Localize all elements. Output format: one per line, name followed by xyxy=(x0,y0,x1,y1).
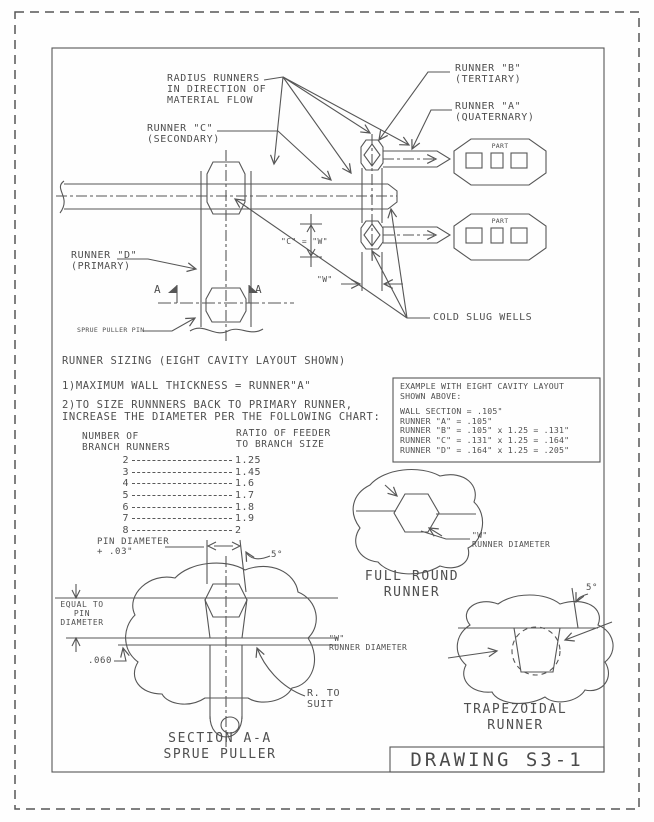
branch-count: 8 xyxy=(122,524,129,536)
leader-dashes xyxy=(132,471,232,473)
branch-count: 5 xyxy=(122,490,129,502)
example-line: RUNNER "D" = .164" x 1.25 = .205" xyxy=(400,444,570,455)
part-cavity-bottom xyxy=(453,213,547,261)
ratio-value: 1.6 xyxy=(235,478,255,490)
ratio-value: 1.25 xyxy=(235,455,262,467)
part-label-bottom: PART xyxy=(491,217,509,225)
leader-dashes xyxy=(132,518,232,520)
runner-a-geometry xyxy=(383,150,452,244)
leader-lines xyxy=(117,71,452,332)
runner-b-label: RUNNER "B" (TERTIARY) xyxy=(455,63,522,86)
leader-dashes xyxy=(132,529,232,531)
full-round-detail xyxy=(352,469,484,575)
dimension-c-equals-w xyxy=(300,214,322,267)
runner-c-label: RUNNER "C" (SECONDARY) xyxy=(147,123,220,146)
page-border xyxy=(14,11,640,810)
ratio-value: 1.7 xyxy=(235,490,255,502)
example-box: EXAMPLE WITH EIGHT CAVITY LAYOUT SHOWN A… xyxy=(400,381,596,455)
example-heading: EXAMPLE WITH EIGHT CAVITY LAYOUT SHOWN A… xyxy=(400,381,565,401)
equal-to-pin-label: EQUAL TO PIN DIAMETER xyxy=(60,600,104,627)
ratio-value: 1.8 xyxy=(235,501,255,513)
ratio-value: 2 xyxy=(235,524,242,536)
draft-angle-label-section: 5° xyxy=(271,550,284,560)
runner-d-label: RUNNER "D" (PRIMARY) xyxy=(71,250,138,273)
branch-count: 3 xyxy=(122,466,129,478)
drawing-number: DRAWING S3-1 xyxy=(410,748,584,771)
branch-count: 4 xyxy=(122,478,129,490)
full-round-caption: FULL ROUND RUNNER xyxy=(364,569,460,601)
branch-count: 6 xyxy=(122,501,129,513)
w-runner-diameter-trapezoid: "W" RUNNER DIAMETER xyxy=(329,634,408,652)
pin-diameter-label: PIN DIAMETER + .03" xyxy=(97,537,170,558)
example-line: RUNNER "B" = .105" x 1.25 = .131" xyxy=(400,425,570,436)
runner-b-geometry xyxy=(360,134,384,256)
section-cut-line xyxy=(158,285,294,304)
w-runner-diameter-full-round: "W" RUNNER DIAMETER xyxy=(472,531,551,549)
dimension-w xyxy=(341,252,403,291)
leader-dashes xyxy=(132,506,232,508)
section-letter-right: A xyxy=(255,283,262,296)
part-cavity-top xyxy=(453,138,547,186)
note-1: 1)MAXIMUM WALL THICKNESS = RUNNER"A" xyxy=(62,380,312,392)
part-label-top: PART xyxy=(491,142,509,150)
title-block: DRAWING S3-1 xyxy=(390,747,604,772)
sprue-puller-pin-label: SPRUE PULLER PIN xyxy=(77,326,145,334)
ratio-value: 1.45 xyxy=(235,466,262,478)
draft-angle-label-trapezoid: 5° xyxy=(586,583,599,593)
runner-d-geometry xyxy=(189,150,264,344)
leader-dashes xyxy=(132,483,232,485)
dim-060-label: .060 xyxy=(88,656,113,666)
example-line: RUNNER "A" = .105" xyxy=(400,415,493,426)
note-2: 2)TO SIZE RUNNNERS BACK TO PRIMARY RUNNE… xyxy=(62,399,381,423)
ratio-value: 1.9 xyxy=(235,513,255,525)
trapezoidal-detail xyxy=(447,587,614,704)
section-aa-detail xyxy=(55,539,338,747)
runner-a-label: RUNNER "A" (QUATERNARY) xyxy=(455,101,535,124)
section-aa-caption: SECTION A-A SPRUE PULLER xyxy=(163,731,277,763)
dim-c-equals-w-label: "C" = "W" xyxy=(281,237,328,246)
section-letter-left: A xyxy=(154,283,161,296)
branch-count: 7 xyxy=(122,513,129,525)
example-line: WALL SECTION = .105" xyxy=(400,406,503,417)
leader-dashes xyxy=(132,460,232,462)
trapezoidal-caption: TRAPEZOIDAL RUNNER xyxy=(463,702,568,734)
radius-runners-label: RADIUS RUNNERS IN DIRECTION OF MATERIAL … xyxy=(167,73,267,107)
chart-col1-header: NUMBER OF BRANCH RUNNERS xyxy=(82,431,171,453)
runner-sizing-heading: RUNNER SIZING (EIGHT CAVITY LAYOUT SHOWN… xyxy=(62,355,346,367)
cold-slug-wells-label: COLD SLUG WELLS xyxy=(433,312,533,323)
example-line: RUNNER "C" = .131" x 1.25 = .164" xyxy=(400,434,570,445)
dim-w-label: "W" xyxy=(317,275,333,284)
branch-count: 2 xyxy=(122,455,129,467)
leader-dashes xyxy=(132,495,232,497)
r-to-suit-label: R. TO SUIT xyxy=(307,688,341,711)
chart-col2-header: RATIO OF FEEDER TO BRANCH SIZE xyxy=(236,428,331,450)
